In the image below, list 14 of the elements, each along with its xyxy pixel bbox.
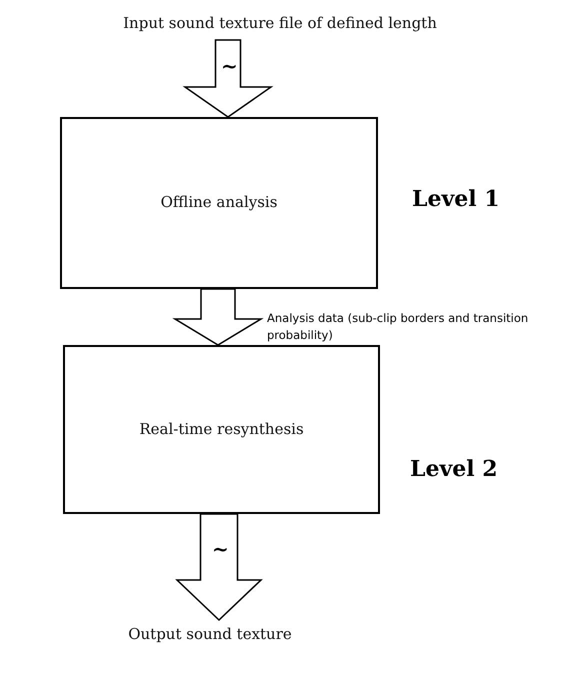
block-arrow (172, 288, 264, 346)
process-label: Real-time resynthesis (139, 420, 304, 440)
block-arrow (182, 39, 274, 118)
edge-label: Analysis data (sub-clip borders and transition probability) (267, 310, 530, 344)
output-caption: Output sound texture (128, 625, 292, 645)
level-label: Level 1 (412, 186, 500, 212)
input-caption: Input sound texture file of defined length (123, 14, 437, 34)
block-arrow (175, 513, 263, 622)
process-box (63, 345, 380, 514)
edge-label: ~ (212, 536, 229, 563)
edge-label: ~ (221, 52, 238, 80)
process-box (60, 117, 378, 289)
process-label: Offline analysis (160, 193, 278, 213)
level-label: Level 2 (410, 456, 498, 482)
